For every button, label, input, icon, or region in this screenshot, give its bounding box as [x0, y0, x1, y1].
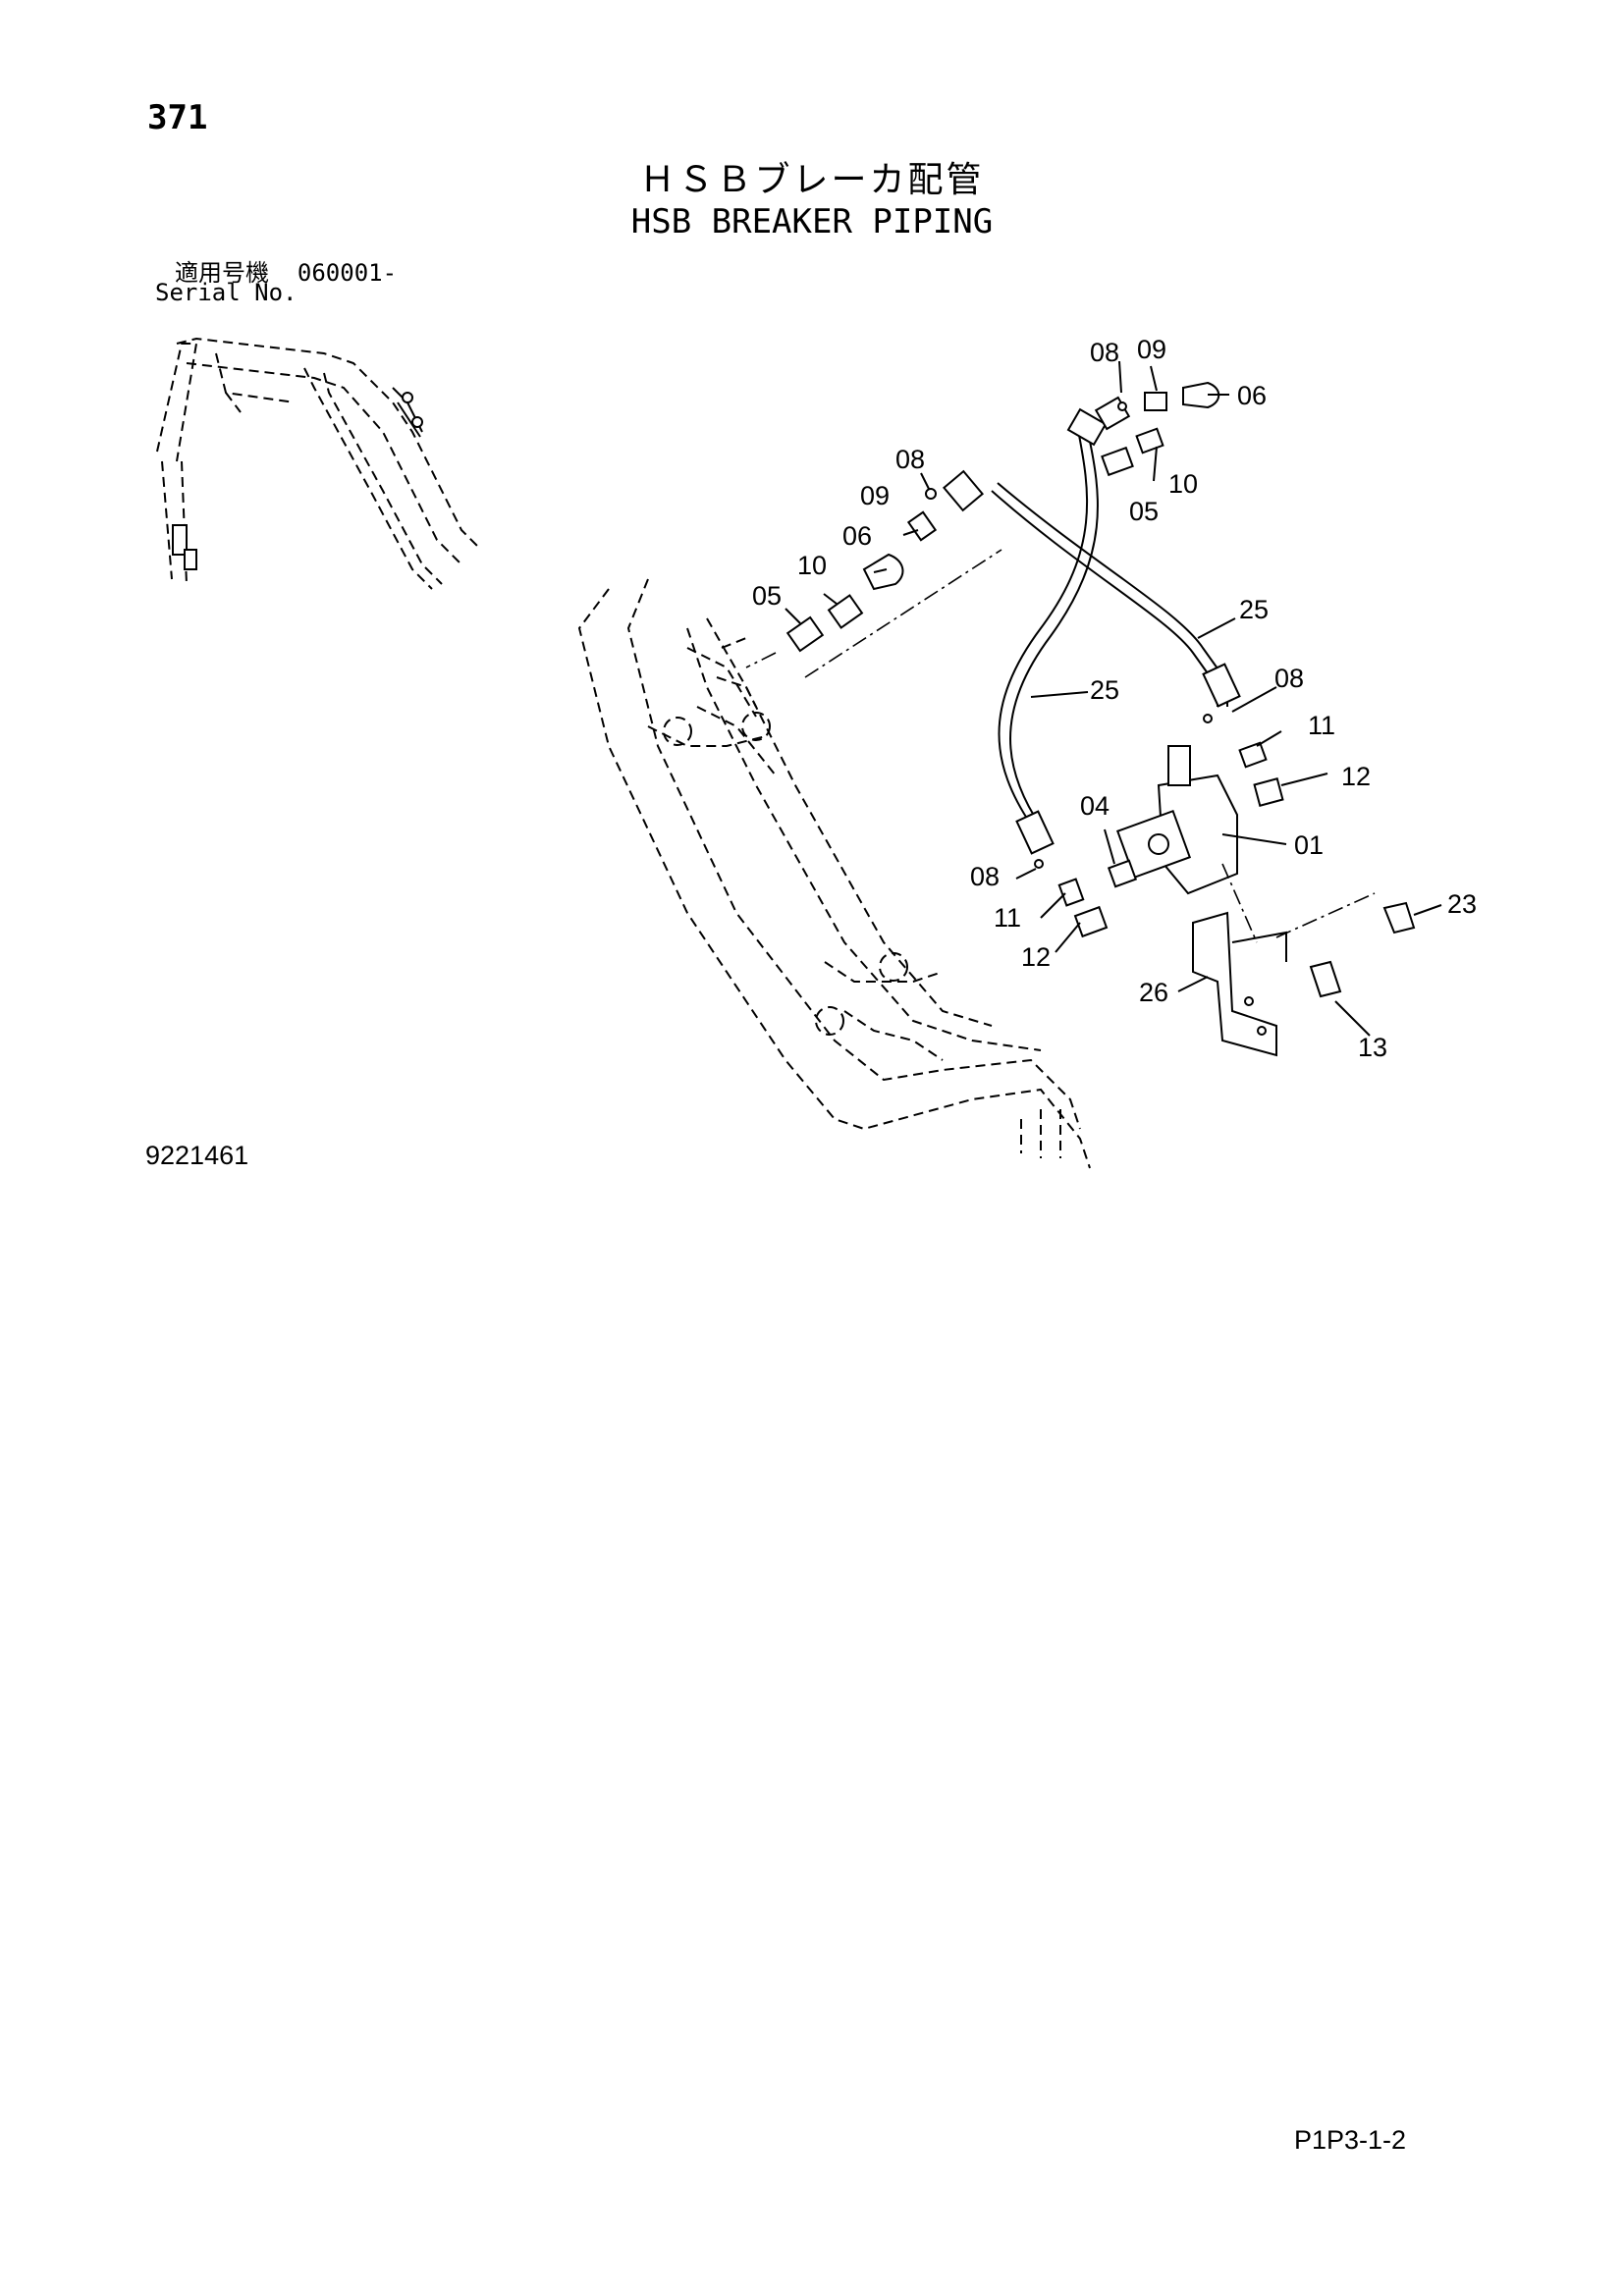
serial-label-jp: 適用号機: [175, 259, 269, 287]
callout-12: 12: [1021, 942, 1051, 972]
callout-08: 08: [1274, 664, 1304, 693]
leader-lines: [785, 360, 1442, 1037]
valve-assembly: [1107, 714, 1376, 943]
callout-05: 05: [1129, 497, 1159, 526]
callout-06: 06: [1237, 381, 1267, 410]
serial-applicability: 適用号機 060001-: [175, 253, 397, 288]
callout-labels: 08 09 06 10 05 08 09 06 10 05 25 25 08 1…: [752, 335, 1477, 1062]
callout-08: 08: [895, 445, 925, 474]
callout-13: 13: [1358, 1033, 1387, 1062]
callout-06: 06: [842, 521, 872, 551]
excavator-overview-sketch: [156, 337, 482, 590]
page-number: 371: [147, 98, 208, 137]
serial-label-en: Serial No.: [155, 279, 298, 306]
fittings-upper-right: [1094, 381, 1220, 477]
callout-05: 05: [752, 581, 782, 611]
callout-26: 26: [1139, 978, 1168, 1007]
page-title-en: HSB BREAKER PIPING: [630, 202, 994, 241]
callout-23: 23: [1447, 889, 1477, 919]
callout-08: 08: [1090, 338, 1119, 367]
callout-12: 12: [1341, 762, 1371, 791]
serial-value: 060001-: [297, 259, 398, 287]
callout-11: 11: [1308, 711, 1335, 740]
bracket-and-bolts: [1192, 901, 1416, 1057]
fittings-left: [745, 488, 1002, 678]
callout-11: 11: [994, 903, 1021, 933]
callout-10: 10: [1168, 469, 1198, 499]
callout-01: 01: [1294, 830, 1324, 860]
callout-08: 08: [970, 862, 1000, 891]
callout-09: 09: [1137, 335, 1166, 364]
page-title-jp: ＨＳＢブレーカ配管: [639, 160, 985, 200]
hoses: [942, 407, 1241, 855]
drawing-number: 9221461: [145, 1141, 249, 1170]
fittings-lower-left: [1034, 859, 1109, 938]
callout-04: 04: [1080, 791, 1110, 821]
callout-10: 10: [797, 551, 827, 580]
boom-arm-outline: [577, 578, 1091, 1169]
callout-09: 09: [860, 481, 890, 510]
callout-25: 25: [1239, 595, 1269, 624]
callout-25: 25: [1090, 675, 1119, 705]
page-code: P1P3-1-2: [1294, 2125, 1407, 2155]
